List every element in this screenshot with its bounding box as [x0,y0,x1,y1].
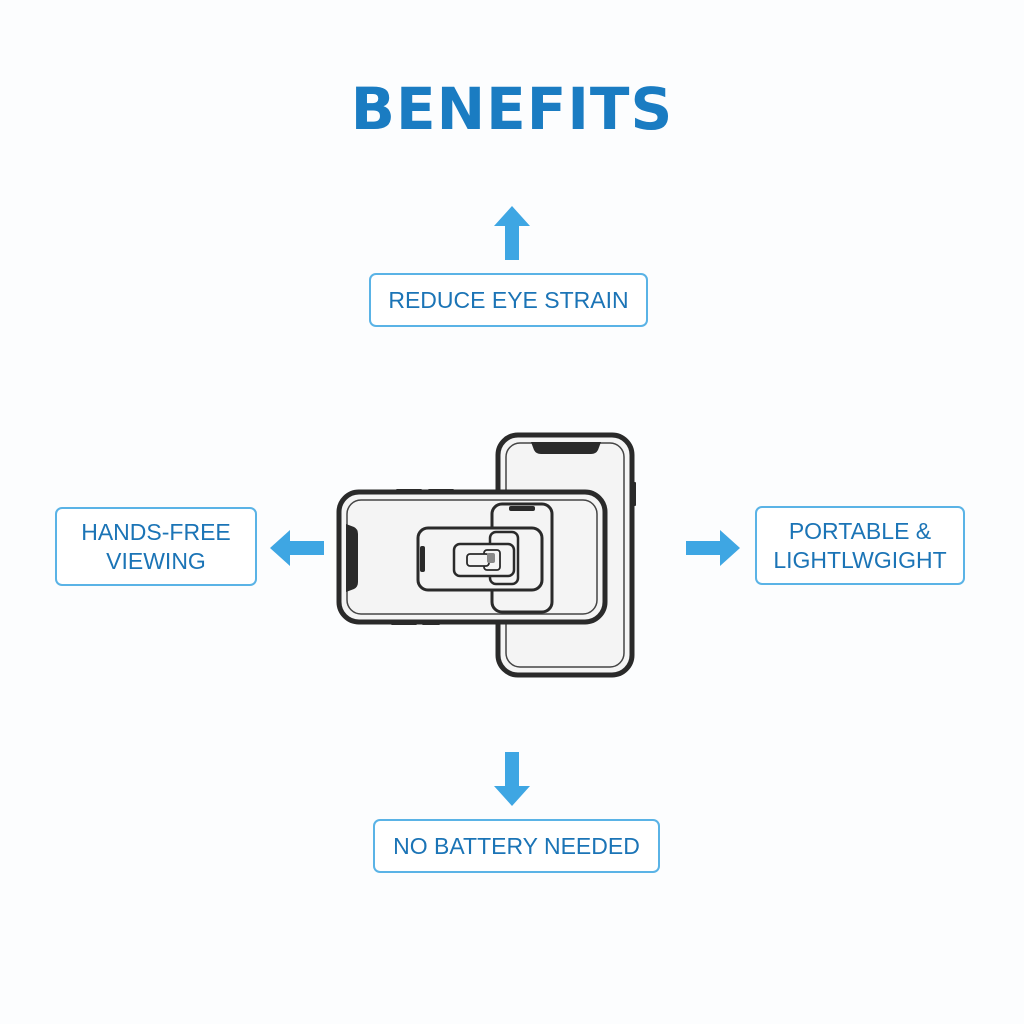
benefit-label-line: LIGHTLWGIGHT [773,546,947,573]
benefit-label-line: HANDS-FREE [81,518,231,545]
arrow-left-icon [270,530,324,566]
diagram-title: BENEFITS [350,75,674,143]
arrow-down-icon [494,752,530,806]
benefit-label-line: VIEWING [106,547,206,574]
arrow-up-icon [494,206,530,260]
benefit-label-line: REDUCE EYE STRAIN [388,286,629,313]
phones-stacked-icon [336,432,636,678]
benefit-label-line: PORTABLE & [788,517,932,544]
benefit-box-hands-free-viewing: HANDS-FREE VIEWING [55,507,257,586]
benefit-label-line: NO BATTERY NEEDED [393,832,640,859]
benefit-box-no-battery-needed: NO BATTERY NEEDED [373,819,660,873]
arrow-right-icon [686,530,740,566]
benefit-box-reduce-eye-strain: REDUCE EYE STRAIN [369,273,648,327]
benefit-box-portable-lightweight: PORTABLE & LIGHTLWGIGHT [755,506,965,585]
